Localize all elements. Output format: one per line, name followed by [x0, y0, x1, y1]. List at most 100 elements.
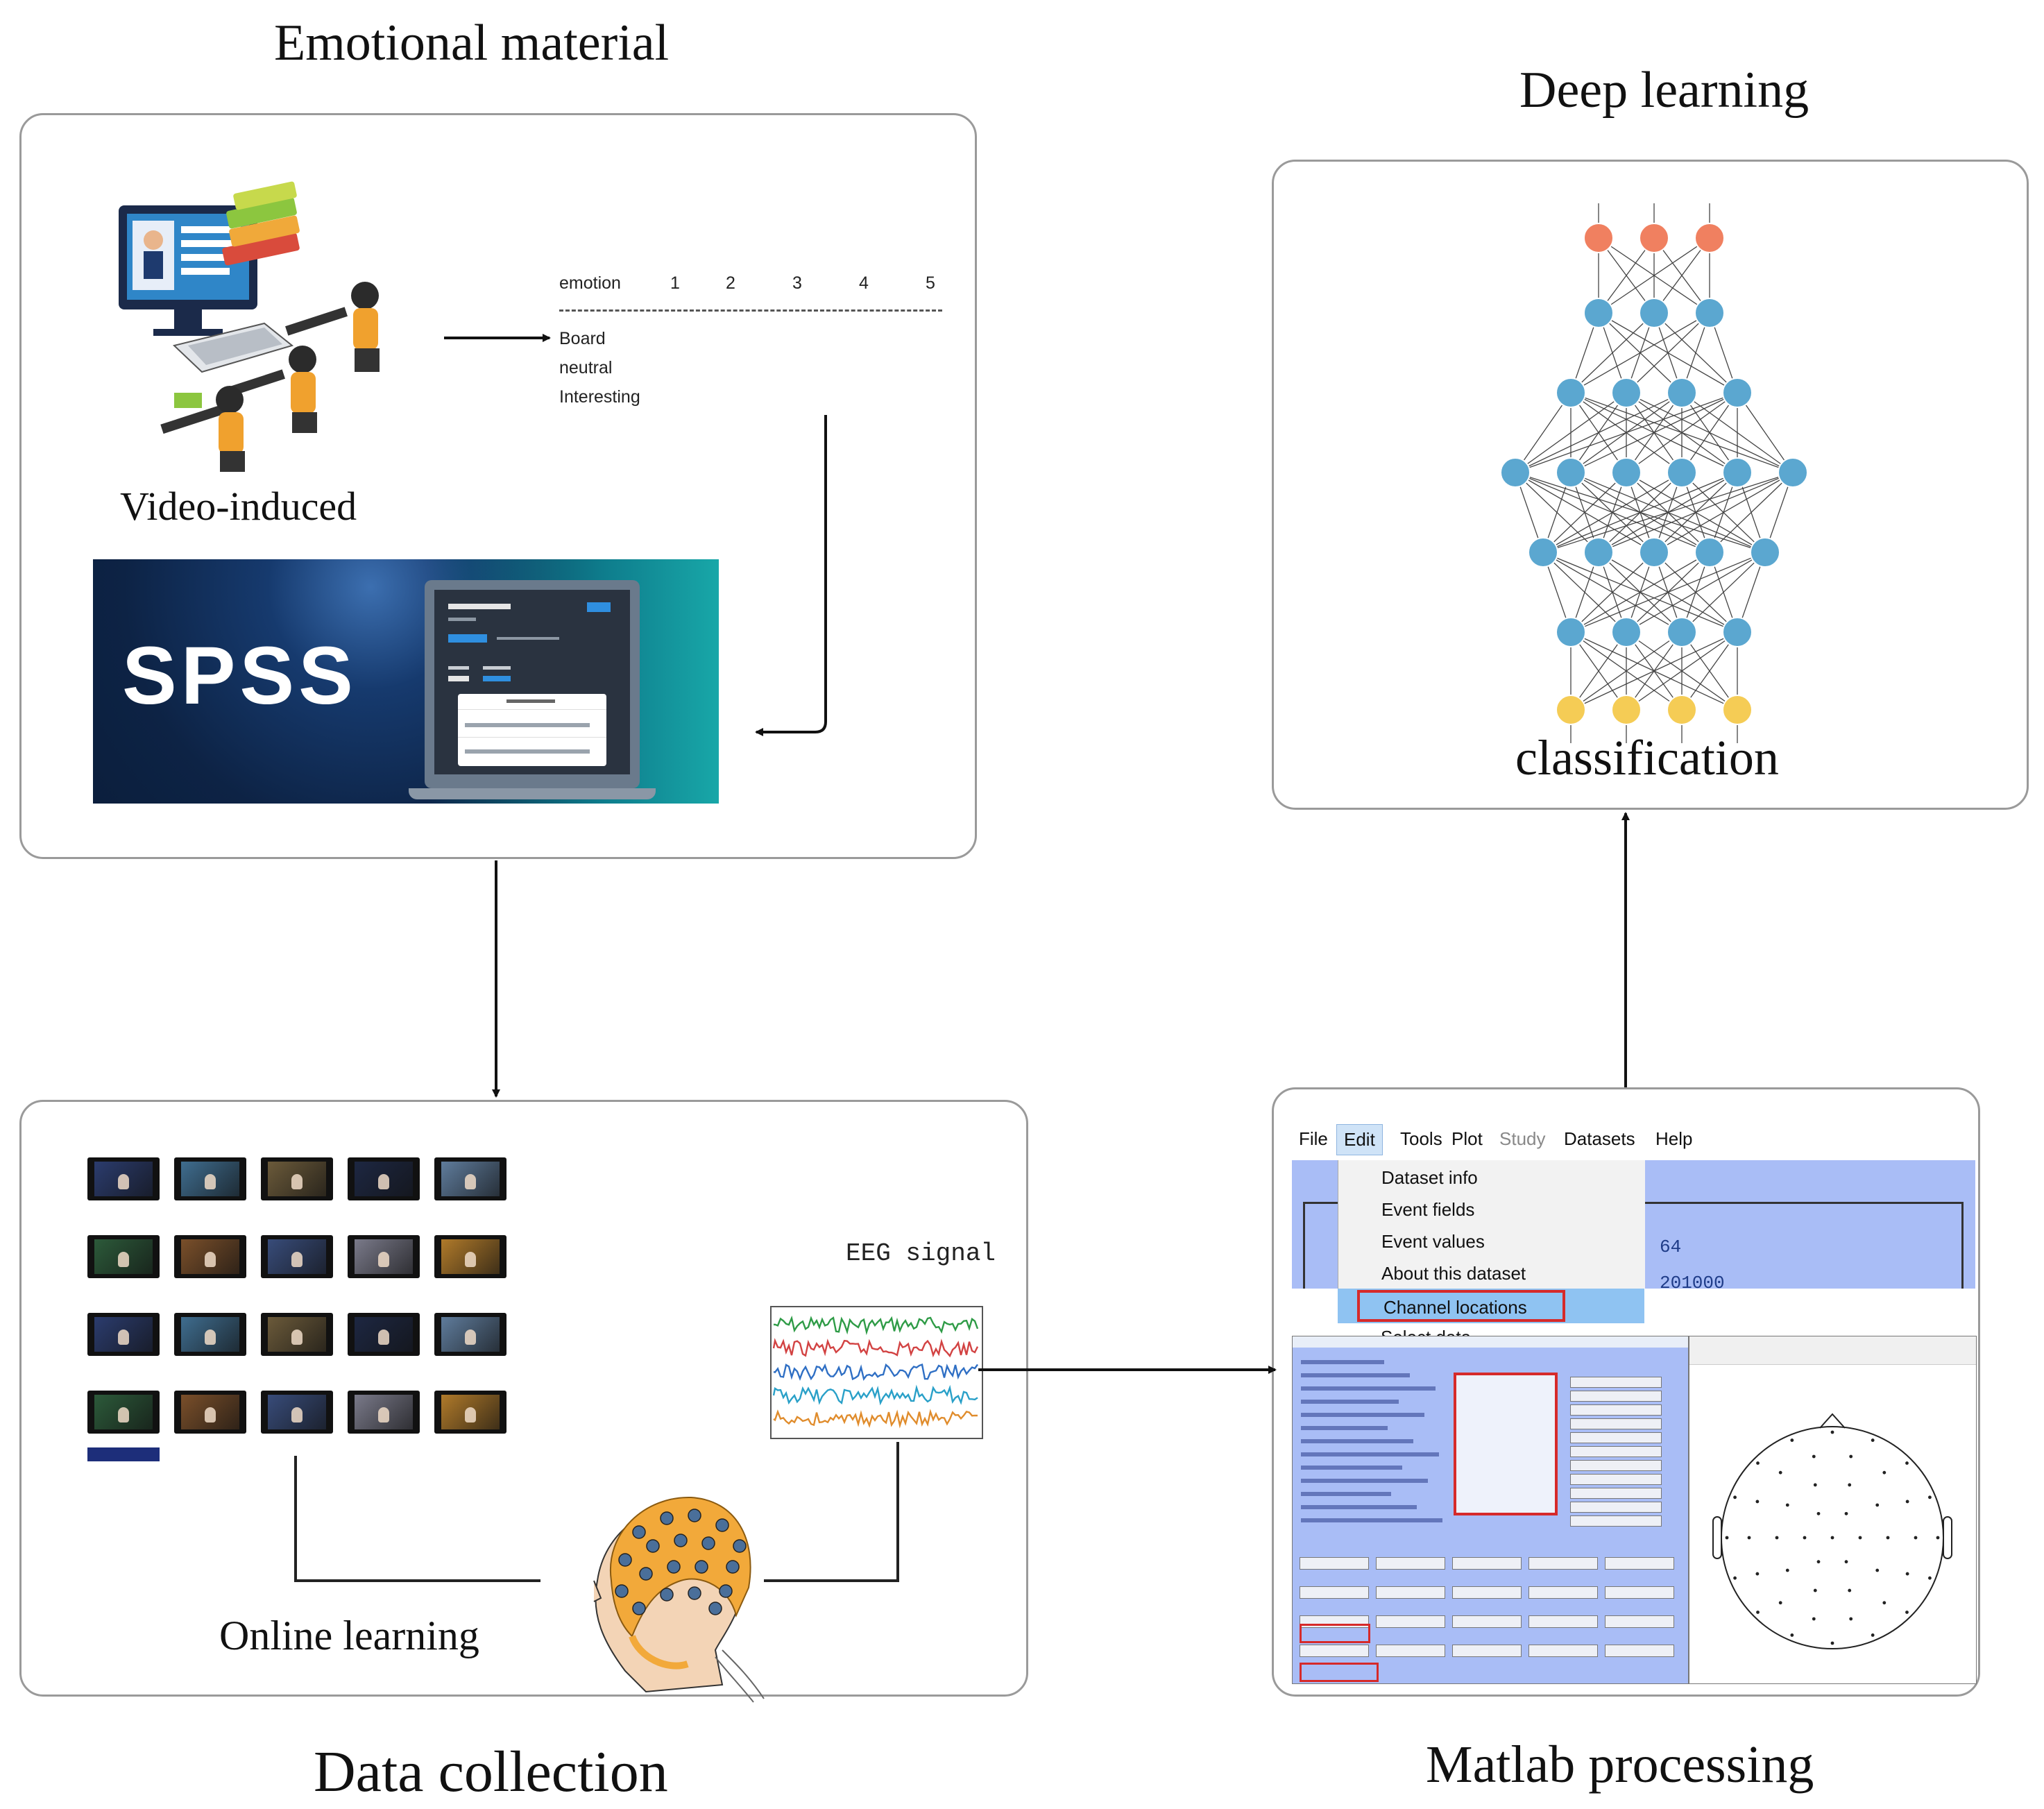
dropdown-selection-bar: [1338, 1289, 1644, 1323]
video-thumbnail[interactable]: [174, 1313, 246, 1356]
dialog-button[interactable]: [1570, 1446, 1662, 1457]
dialog-bottom-button[interactable]: [1605, 1615, 1674, 1628]
channel-count-value: 64: [1660, 1237, 1682, 1257]
dialog-bottom-button[interactable]: [1300, 1557, 1369, 1570]
dialog-bottom-button[interactable]: [1452, 1586, 1522, 1599]
nn-node-l1-1: [1639, 298, 1669, 328]
dialog-bottom-button[interactable]: [1300, 1645, 1369, 1657]
video-thumbnail[interactable]: [348, 1235, 420, 1278]
nose-icon: [1819, 1413, 1846, 1429]
dialog-button[interactable]: [1570, 1515, 1662, 1527]
channel-point: [1812, 1454, 1816, 1459]
channel-point: [1882, 1470, 1887, 1475]
menu-study[interactable]: Study: [1499, 1128, 1546, 1149]
menu-help[interactable]: Help: [1655, 1128, 1693, 1149]
dropdown-dataset-info[interactable]: Dataset info: [1381, 1167, 1478, 1188]
deep-learning-title: Deep learning: [1519, 62, 1809, 119]
menu-datasets[interactable]: Datasets: [1564, 1128, 1635, 1149]
nn-node-l0-0: [1583, 223, 1614, 253]
nn-node-l3-0: [1500, 457, 1531, 488]
dialog-bottom-button[interactable]: [1528, 1586, 1598, 1599]
dropdown-select-data[interactable]: Select data: [1381, 1327, 1472, 1339]
dialog-field-row: [1301, 1452, 1439, 1456]
video-thumbnail[interactable]: [434, 1313, 506, 1356]
scalp-channel-map: [1712, 1413, 1952, 1649]
dialog-bottom-button[interactable]: [1376, 1615, 1445, 1628]
nn-node-l4-3: [1694, 537, 1725, 568]
dialog-button[interactable]: [1570, 1404, 1662, 1416]
dialog-button[interactable]: [1570, 1418, 1662, 1429]
nn-node-l1-2: [1694, 298, 1725, 328]
channel-locations-highlight[interactable]: Channel locations: [1357, 1290, 1565, 1322]
dropdown-event-fields[interactable]: Event fields: [1381, 1199, 1475, 1220]
channel-point: [1785, 1568, 1789, 1572]
dialog-bottom-button[interactable]: [1528, 1557, 1598, 1570]
data-collection-title: Data collection: [314, 1740, 668, 1804]
video-thumbnail[interactable]: [174, 1391, 246, 1434]
menu-file[interactable]: File: [1299, 1128, 1328, 1149]
rating-row-interesting: Interesting: [559, 387, 640, 407]
menu-plot[interactable]: Plot: [1451, 1128, 1483, 1149]
dialog-field-row: [1301, 1439, 1413, 1443]
dialog-bottom-button[interactable]: [1605, 1586, 1674, 1599]
video-thumbnail[interactable]: [348, 1391, 420, 1434]
dialog-bottom-button[interactable]: [1605, 1645, 1674, 1657]
channel-point: [1778, 1601, 1782, 1605]
dialog-field-row: [1301, 1518, 1442, 1522]
video-thumbnail[interactable]: [174, 1235, 246, 1278]
dropdown-about-dataset[interactable]: About this dataset: [1381, 1263, 1526, 1284]
dialog-button[interactable]: [1570, 1391, 1662, 1402]
dialog-button[interactable]: [1570, 1488, 1662, 1499]
dialog-bottom-button[interactable]: [1300, 1586, 1369, 1599]
cap-electrode: [708, 1602, 722, 1615]
dialog-button[interactable]: [1570, 1377, 1662, 1388]
rating-header: emotion 1 2 3 4 5: [559, 273, 948, 297]
video-thumbnail[interactable]: [87, 1157, 160, 1200]
video-thumbnail-extra[interactable]: [87, 1447, 160, 1461]
cap-electrode: [660, 1511, 674, 1525]
video-thumbnail[interactable]: [434, 1157, 506, 1200]
nn-node-l3-2: [1611, 457, 1642, 488]
dialog-button[interactable]: [1570, 1432, 1662, 1443]
dialog-button[interactable]: [1570, 1460, 1662, 1471]
dialog-bottom-button[interactable]: [1376, 1586, 1445, 1599]
dropdown-event-values[interactable]: Event values: [1381, 1231, 1485, 1252]
video-thumbnail[interactable]: [261, 1391, 333, 1434]
cap-electrode: [719, 1584, 733, 1598]
dropdown-channel-locations[interactable]: Channel locations: [1383, 1297, 1527, 1318]
dialog-bottom-button[interactable]: [1605, 1557, 1674, 1570]
menu-edit[interactable]: Edit: [1336, 1124, 1383, 1155]
video-thumbnail[interactable]: [434, 1235, 506, 1278]
dialog-bottom-button[interactable]: [1452, 1645, 1522, 1657]
video-thumbnail[interactable]: [261, 1235, 333, 1278]
channel-point: [1871, 1633, 1875, 1637]
video-thumbnail[interactable]: [261, 1313, 333, 1356]
video-thumbnail[interactable]: [348, 1157, 420, 1200]
video-thumbnail[interactable]: [434, 1391, 506, 1434]
dialog-bottom-button[interactable]: [1376, 1645, 1445, 1657]
dialog-bottom-button[interactable]: [1376, 1557, 1445, 1570]
dialog-bottom-button[interactable]: [1528, 1645, 1598, 1657]
menu-tools[interactable]: Tools: [1400, 1128, 1442, 1149]
channel-point: [1813, 1483, 1817, 1487]
dialog-bottom-button[interactable]: [1452, 1557, 1522, 1570]
dialog-bottom-button[interactable]: [1528, 1615, 1598, 1628]
video-thumbnail[interactable]: [261, 1157, 333, 1200]
video-thumbnail[interactable]: [87, 1235, 160, 1278]
video-thumbnail[interactable]: [348, 1313, 420, 1356]
nn-node-l6-0: [1556, 695, 1586, 725]
eeg-trace-4: [773, 1409, 978, 1429]
nn-node-l3-4: [1722, 457, 1753, 488]
channel-point: [1778, 1470, 1782, 1475]
dialog-button[interactable]: [1570, 1502, 1662, 1513]
dialog-bottom-button[interactable]: [1452, 1615, 1522, 1628]
rating-header-3: 3: [792, 273, 802, 293]
channel-point: [1830, 1536, 1834, 1540]
channel-point: [1905, 1500, 1909, 1504]
video-thumbnail[interactable]: [174, 1157, 246, 1200]
video-thumbnail[interactable]: [87, 1391, 160, 1434]
dialog-button[interactable]: [1570, 1474, 1662, 1485]
channel-point: [1858, 1536, 1862, 1540]
video-thumbnail[interactable]: [87, 1313, 160, 1356]
nn-node-l0-1: [1639, 223, 1669, 253]
